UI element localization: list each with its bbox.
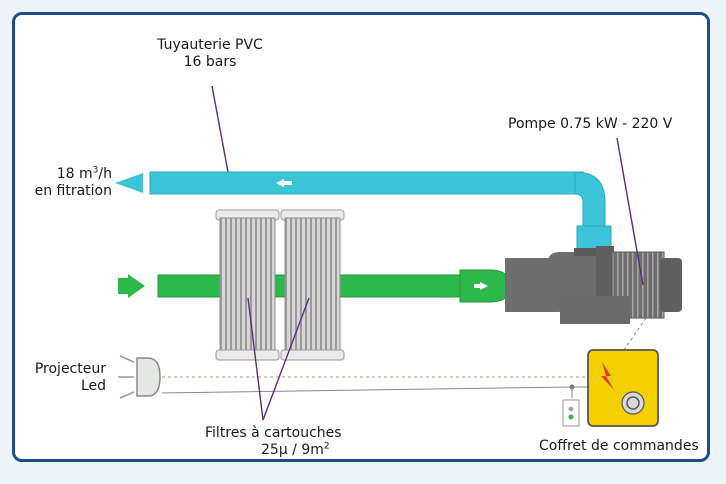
cartridge-filters [215,209,345,361]
control-box [587,349,659,427]
projector-label: Projecteur Led [20,361,106,395]
lightning-icon [601,362,614,390]
pump [505,246,682,324]
pipe-label-line1: Tuyauterie PVC [157,37,263,53]
flow-label-line1: 18 m3/h [56,165,112,182]
flow-label-line2: en fitration [34,183,112,199]
return-flow-arrow-icon [115,173,143,193]
projector-label-line1: Projecteur [34,361,106,377]
return-direction-icon [276,179,284,187]
supply-flow-arrow-icon [128,274,145,298]
switch-icon [562,399,580,427]
flow-label: 18 m3/h en fitration [20,166,112,200]
filters-label-line1: Filtres à cartouches [205,425,342,441]
projector-led [118,355,161,399]
cable-switch [161,386,573,394]
supply-direction-icon [480,282,488,290]
timer-icon [621,391,645,415]
filters-label-line2: 25μ / 9m2 [261,441,330,458]
projector-label-line2: Led [80,378,106,394]
return-pipe [115,171,612,255]
light-ray-icon [119,355,135,363]
cable-pump [623,317,647,351]
control-box-label: Coffret de commandes [539,438,699,454]
leader-lines [211,85,644,421]
pipe-label-line2: 16 bars [183,54,237,70]
pump-label: Pompe 0.75 kW - 220 V [508,116,673,132]
filters-label: Filtres à cartouches 25μ / 9m2 [205,425,342,459]
pipe-label: Tuyauterie PVC 16 bars [140,37,280,71]
